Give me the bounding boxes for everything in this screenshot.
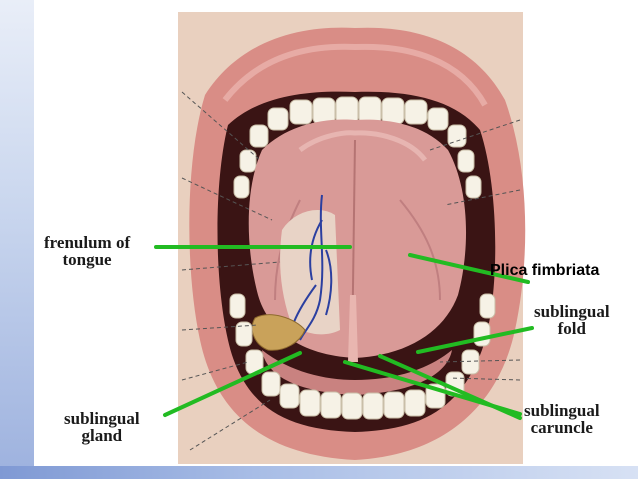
label-gland-line1: sublingual xyxy=(64,410,140,427)
label-frenulum-of-tongue: frenulum of tongue xyxy=(44,234,130,268)
label-frenulum-line2: tongue xyxy=(44,251,130,268)
label-sublingual-gland: sublingual gland xyxy=(64,410,140,444)
label-plica-fimbriata: Plica fimbriata xyxy=(490,262,599,279)
label-fold-line2: fold xyxy=(534,320,610,337)
bottom-accent-band xyxy=(0,466,638,479)
label-frenulum-line1: frenulum of xyxy=(44,234,130,251)
label-fold-line1: sublingual xyxy=(534,303,610,320)
label-gland-line2: gland xyxy=(64,427,140,444)
label-sublingual-caruncle: sublingual caruncle xyxy=(524,402,600,436)
label-sublingual-fold: sublingual fold xyxy=(534,303,610,337)
label-caruncle-line2: caruncle xyxy=(524,419,600,436)
label-caruncle-line1: sublingual xyxy=(524,402,600,419)
